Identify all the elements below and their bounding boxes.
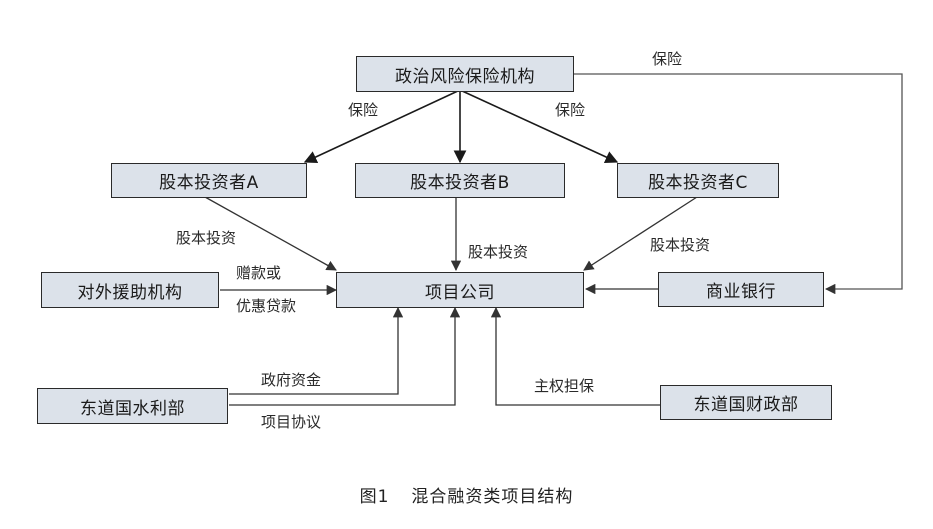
box-project-company: 项目公司 (336, 272, 584, 308)
arrow-a-to-project (204, 196, 337, 271)
label-equity-c: 股本投资 (650, 236, 711, 254)
box-political-risk-insurer: 政治风险保险机构 (356, 56, 574, 92)
label-equity-b: 股本投资 (468, 243, 529, 261)
figure-title: 混合融资类项目结构 (411, 487, 574, 507)
label-insurance-right: 保险 (652, 50, 683, 68)
arrow-water-agreement (229, 306, 461, 406)
label-insurance-left: 保险 (348, 101, 379, 119)
box-investor-a: 股本投资者A (111, 163, 307, 198)
arrow-insurer-to-bank (574, 73, 903, 295)
figure-number: 图1 (359, 487, 390, 507)
label-grant-line1: 赠款或 (236, 264, 282, 282)
box-investor-b: 股本投资者B (355, 163, 565, 198)
label-project-agreement: 项目协议 (261, 413, 322, 431)
box-water-ministry: 东道国水利部 (37, 388, 228, 424)
label-insurance-mid-right: 保险 (555, 101, 586, 119)
arrow-insurer-to-c (459, 89, 619, 164)
box-commercial-bank: 商业银行 (658, 272, 824, 307)
label-equity-a: 股本投资 (176, 229, 237, 247)
label-grant-line2: 优惠贷款 (236, 297, 297, 315)
arrow-water-gov-funds (229, 306, 404, 395)
arrow-insurer-to-a (303, 89, 461, 163)
box-finance-ministry: 东道国财政部 (660, 385, 832, 420)
label-sovereign-guarantee: 主权担保 (534, 377, 595, 395)
arrow-c-to-project (583, 196, 698, 271)
box-investor-c: 股本投资者C (617, 163, 779, 198)
figure-caption: 图1 混合融资类项目结构 (0, 482, 933, 507)
label-government-funds: 政府资金 (261, 371, 322, 389)
arrow-finance-guarantee (490, 306, 660, 406)
box-foreign-aid-agency: 对外援助机构 (41, 272, 219, 308)
